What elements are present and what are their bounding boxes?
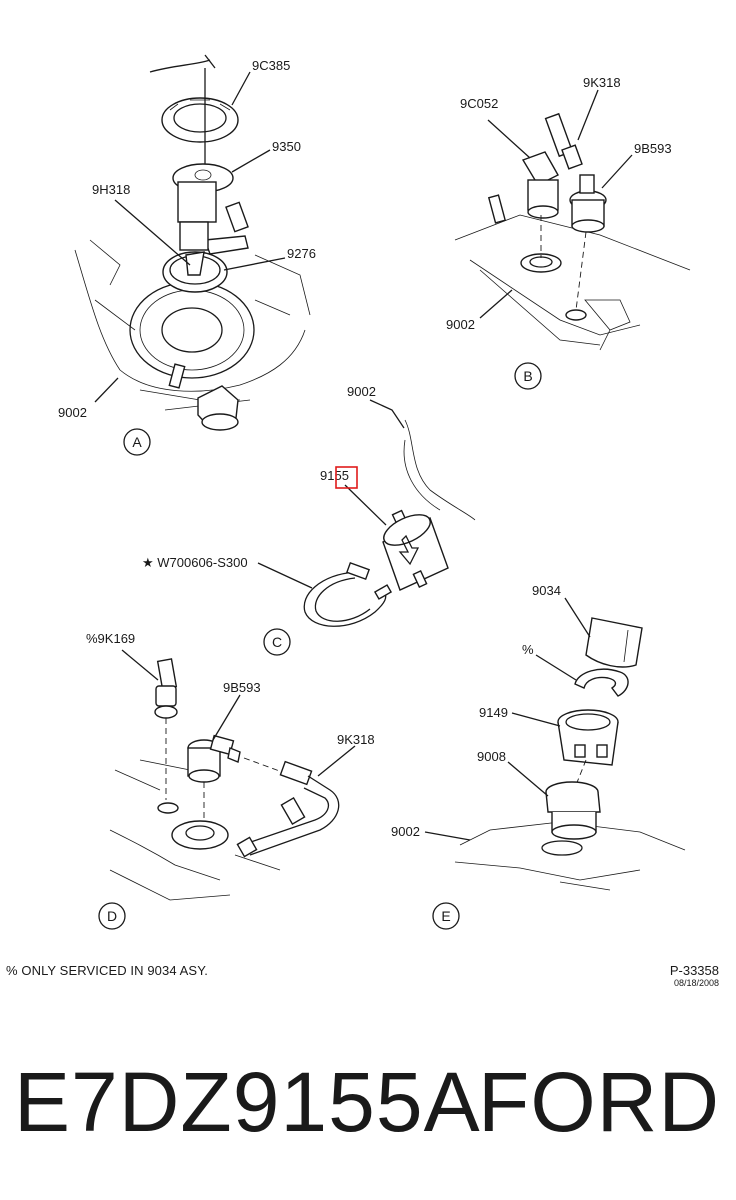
callout-9002: 9002	[391, 824, 420, 839]
view-label-c: C	[272, 634, 282, 650]
fitting-9c052	[487, 151, 559, 224]
connector-a	[197, 385, 239, 431]
view-label-d: D	[107, 908, 117, 924]
callout-9h318: 9H318	[92, 182, 130, 197]
brand-name: FORD	[478, 1055, 720, 1149]
callout-9149: 9149	[479, 705, 508, 720]
callout-w700606: ★ W700606-S300	[142, 555, 248, 570]
callout-9c385: 9C385	[252, 58, 290, 73]
callout-9k169: %9K169	[86, 631, 135, 646]
view-a: 9C385 9350 9H318 9276 9002 A	[58, 54, 316, 456]
callout-9034: 9034	[532, 583, 561, 598]
connector-9k169	[154, 658, 178, 719]
sender-head-9350	[172, 163, 249, 255]
pump-9034	[585, 617, 643, 668]
lock-ring-9c385	[161, 97, 239, 143]
callout-9b593: 9B593	[223, 680, 261, 695]
footnote: % ONLY SERVICED IN 9034 ASY.	[6, 963, 208, 978]
part-number: E7DZ9155A	[14, 1055, 481, 1149]
reference-code: P-33358	[669, 963, 719, 978]
callout-9c052: 9C052	[460, 96, 498, 111]
callout-9b593: 9B593	[634, 141, 672, 156]
highlight-box	[335, 466, 358, 489]
callout-9k318: 9K318	[337, 732, 375, 747]
view-label-e: E	[441, 908, 450, 924]
connector-9k318	[544, 112, 583, 170]
callout-9002: 9002	[446, 317, 475, 332]
damper-9b593	[187, 734, 241, 783]
hose-9k318	[236, 757, 340, 858]
callout-9350: 9350	[272, 139, 301, 154]
fuel-system-exploded-diagram: 9C385 9350 9H318 9276 9002 A	[58, 54, 691, 930]
view-b: 9C052 9K318 9B593 9002 B	[446, 75, 691, 390]
retainer-9149	[557, 709, 619, 766]
view-label-b: B	[523, 368, 532, 384]
callout-9276: 9276	[287, 246, 316, 261]
callout-9k318: 9K318	[583, 75, 621, 90]
callout-pct: %	[522, 642, 534, 657]
view-d: %9K169 9B593 9K318 D	[86, 631, 375, 930]
view-e: 9034 % 9149 9008 9002 E	[391, 583, 686, 930]
callout-9002: 9002	[347, 384, 376, 399]
damper-9b593	[569, 174, 607, 233]
view-c: 9002 9155 ★ W700606-S300 C	[142, 384, 476, 656]
fuel-filter-9155	[382, 509, 449, 591]
callout-9002: 9002	[58, 405, 87, 420]
sender-9008	[545, 781, 601, 840]
callout-9008: 9008	[477, 749, 506, 764]
clamp-w700606	[303, 561, 393, 627]
view-label-a: A	[132, 434, 142, 450]
reference-date: 08/18/2008	[673, 978, 719, 988]
callout-9155: 9155	[320, 468, 349, 483]
